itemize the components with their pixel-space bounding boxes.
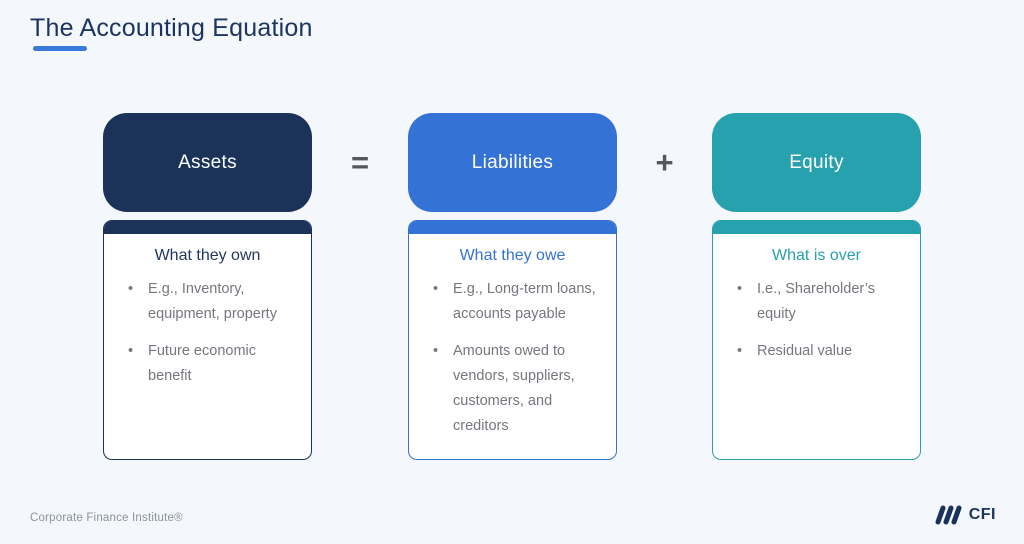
plus-operator: + — [655, 144, 674, 180]
equity-header-box: Equity — [712, 113, 921, 212]
list-item: I.e., Shareholder’s equity — [733, 277, 906, 327]
assets-label: Assets — [178, 151, 237, 173]
cfi-logo-icon — [935, 505, 962, 525]
page-title: The Accounting Equation — [30, 14, 313, 42]
list-item: E.g., Long-term loans, accounts payable — [429, 277, 602, 327]
column-equity: Equity What is over I.e., Shareholder’s … — [712, 113, 921, 460]
assets-bullet-list: E.g., Inventory, equipment, property Fut… — [104, 277, 311, 389]
liabilities-header-box: Liabilities — [408, 113, 617, 212]
list-item: Residual value — [733, 339, 906, 364]
liabilities-detail-card: What they owe E.g., Long-term loans, acc… — [408, 220, 617, 460]
equity-card-heading: What is over — [772, 247, 861, 264]
cfi-logo: CFI — [931, 503, 996, 527]
assets-header-box: Assets — [103, 113, 312, 212]
cfi-logo-text: CFI — [968, 506, 996, 523]
equity-bullet-list: I.e., Shareholder’s equity Residual valu… — [713, 277, 920, 364]
list-item: Future economic benefit — [124, 339, 297, 389]
assets-detail-card: What they own E.g., Inventory, equipment… — [103, 220, 312, 460]
equals-operator: = — [350, 144, 370, 180]
liabilities-card-heading: What they owe — [459, 247, 566, 264]
assets-card-topbar — [104, 221, 311, 234]
title-underline-accent — [33, 46, 87, 51]
liabilities-label: Liabilities — [471, 151, 554, 173]
list-item: Amounts owed to vendors, suppliers, cust… — [429, 339, 602, 439]
liabilities-card-topbar — [409, 221, 616, 234]
column-assets: Assets What they own E.g., Inventory, eq… — [103, 113, 312, 460]
equity-card-topbar — [713, 221, 920, 234]
equity-label: Equity — [789, 151, 844, 173]
equity-detail-card: What is over I.e., Shareholder’s equity … — [712, 220, 921, 460]
column-liabilities: Liabilities What they owe E.g., Long-ter… — [408, 113, 617, 460]
list-item: E.g., Inventory, equipment, property — [124, 277, 297, 327]
liabilities-bullet-list: E.g., Long-term loans, accounts payable … — [409, 277, 616, 439]
footer-credit-text: Corporate Finance Institute® — [30, 512, 183, 524]
assets-card-heading: What they own — [154, 247, 261, 264]
